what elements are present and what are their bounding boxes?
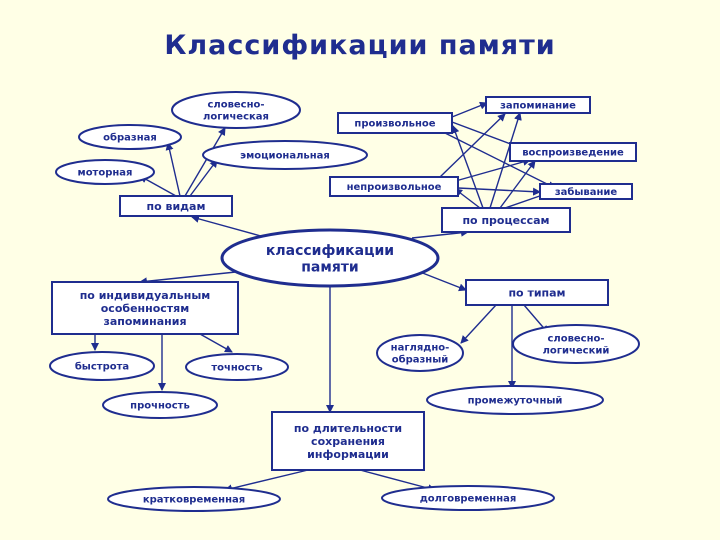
node-box <box>329 176 459 197</box>
node-verbal-logical-type: словесно-логический <box>512 324 640 364</box>
node-voluntary: произвольное <box>337 112 453 134</box>
arrow-involuntary-to-reproduction <box>451 158 531 183</box>
node-ellipse <box>202 140 368 170</box>
node-label: эмоциональная <box>240 151 330 162</box>
node-label: по индивидуальным <box>80 289 211 302</box>
node-short-term: кратковременная <box>107 486 281 512</box>
node-ellipse <box>107 486 281 512</box>
node-label: особенностям <box>101 302 189 315</box>
node-ellipse <box>55 159 155 185</box>
node-label: словесно- <box>547 334 604 345</box>
node-label: моторная <box>78 168 133 179</box>
node-label: информации <box>307 448 389 461</box>
node-ellipse <box>381 485 555 511</box>
node-long-term: долговременная <box>381 485 555 511</box>
node-box <box>509 142 637 162</box>
arrow-center-to-by-types <box>419 271 467 292</box>
node-ellipse <box>512 324 640 364</box>
node-reproduction: воспроизведение <box>509 142 637 162</box>
node-ellipse <box>426 385 604 415</box>
node-involuntary: непроизвольное <box>329 176 459 197</box>
node-label: промежуточный <box>468 396 563 407</box>
page-title: Классификации памяти <box>164 30 556 61</box>
arrow-dur-to-short <box>224 469 309 493</box>
node-ellipse <box>78 124 182 150</box>
node-label: наглядно- <box>391 343 450 354</box>
node-label: логическая <box>203 112 269 123</box>
node-speed: быстрота <box>49 351 155 381</box>
node-label: прочность <box>130 401 190 412</box>
node-intermediate: промежуточный <box>426 385 604 415</box>
node-label: классификации <box>266 243 394 259</box>
node-label: образная <box>103 132 157 144</box>
node-label: запоминание <box>500 101 576 112</box>
node-ellipse <box>49 351 155 381</box>
node-label: долговременная <box>420 494 517 505</box>
node-box <box>337 112 453 134</box>
node-forgetting: забывание <box>539 183 633 200</box>
arrow-proc-to-involuntary <box>454 188 481 209</box>
node-label: быстрота <box>75 361 129 373</box>
node-label: точность <box>211 363 262 374</box>
arrow-voluntary-to-forgetting <box>444 132 556 189</box>
node-label: запоминания <box>103 315 186 328</box>
node-label: памяти <box>301 259 358 275</box>
node-ellipse <box>102 391 218 419</box>
node-label: по типам <box>508 286 565 299</box>
node-memorization: запоминание <box>485 96 591 114</box>
node-box <box>119 195 233 217</box>
node-label: кратковременная <box>143 495 245 506</box>
arrow-ind-to-accuracy <box>199 333 233 353</box>
node-label: по видам <box>147 200 206 213</box>
node-accuracy: точность <box>185 353 289 381</box>
node-durability: прочность <box>102 391 218 419</box>
arrow-center-to-by-type <box>191 215 269 239</box>
node-figurative: образная <box>78 124 182 150</box>
arrow-types-to-visual <box>460 304 497 344</box>
node-box <box>441 207 571 233</box>
arrow-type-to-figurative <box>165 142 181 197</box>
node-ellipse <box>220 228 440 288</box>
node-label: воспроизведение <box>522 148 624 159</box>
node-by-type-root: по видам <box>119 195 233 217</box>
node-by-processes-root: по процессам <box>441 207 571 233</box>
node-label: произвольное <box>354 119 435 130</box>
node-ellipse <box>171 91 301 129</box>
node-label: логический <box>543 346 610 357</box>
arrow-proc-to-memorization <box>489 112 522 209</box>
arrow-involuntary-to-forgetting <box>457 187 541 196</box>
node-ellipse <box>376 334 464 372</box>
node-box <box>485 96 591 114</box>
arrow-voluntary-to-memorization <box>451 101 488 118</box>
node-visual-figurative: наглядно-образный <box>376 334 464 372</box>
node-box <box>539 183 633 200</box>
arrow-proc-to-reproduction <box>499 160 536 209</box>
arrow-dur-to-long <box>359 469 436 493</box>
node-label: по процессам <box>462 214 549 227</box>
node-label: забывание <box>555 186 618 198</box>
node-label: непроизвольное <box>347 182 442 193</box>
arrow-type-to-emotional <box>189 159 218 197</box>
node-verbal-logical-kind: словесно-логическая <box>171 91 301 129</box>
arrow-involuntary-to-memorization <box>439 113 506 178</box>
arrow-type-to-verbal <box>184 127 226 197</box>
node-box <box>465 279 609 306</box>
node-emotional: эмоциональная <box>202 140 368 170</box>
node-ellipse <box>185 353 289 381</box>
node-label: образный <box>392 354 449 366</box>
node-box <box>51 281 239 335</box>
node-by-types-root: по типам <box>465 279 609 306</box>
node-label: сохранения <box>311 435 385 448</box>
node-label: по длительности <box>294 422 402 435</box>
node-motor: моторная <box>55 159 155 185</box>
node-box <box>271 411 425 471</box>
node-label: словесно- <box>207 100 264 111</box>
